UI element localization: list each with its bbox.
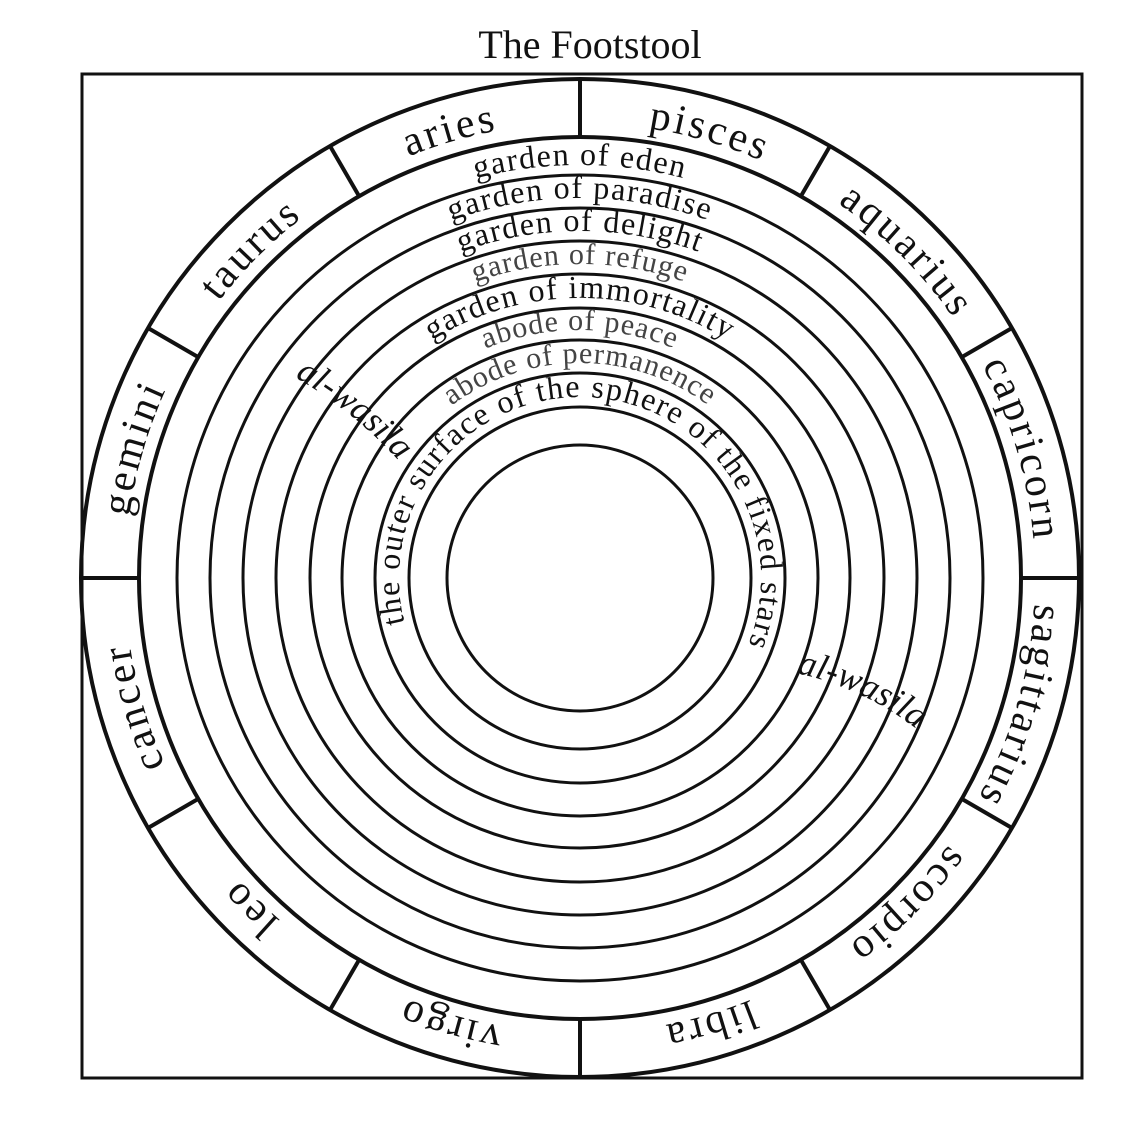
zodiac-cancer: cancer	[94, 641, 174, 779]
ring-circle-7	[373, 371, 787, 785]
zodiac-gemini: gemini	[93, 373, 175, 518]
inner-sphere-label: the outer surface of the sphere of the f…	[370, 368, 790, 656]
zodiac-capricorn: capricorn	[973, 349, 1069, 543]
paradise-rings	[175, 173, 985, 983]
zodiac-leo: leo	[211, 871, 287, 947]
zodiac-aquarius: aquarius	[832, 174, 984, 326]
ring-circle-1	[175, 173, 985, 983]
zodiac-sagittarius: sagittarius	[969, 603, 1071, 817]
ring-circle-2	[208, 206, 952, 950]
wasila-label-right: al-wasila	[795, 642, 936, 736]
zodiac-dividers	[81, 79, 1079, 1077]
wasila-label-left: al-wasila	[291, 350, 422, 467]
ring-circle-6	[340, 338, 820, 818]
ring-circle-3	[241, 239, 919, 917]
zodiac-libra: libra	[660, 991, 763, 1061]
ring-circle-8	[407, 405, 753, 751]
diagram-title: The Footstool	[478, 22, 701, 67]
ring-circle-4	[274, 272, 886, 884]
ring-circle-9	[445, 443, 715, 713]
ring-circle-5	[308, 306, 852, 850]
ring-labels: garden of eden garden of paradise garden…	[370, 136, 790, 656]
